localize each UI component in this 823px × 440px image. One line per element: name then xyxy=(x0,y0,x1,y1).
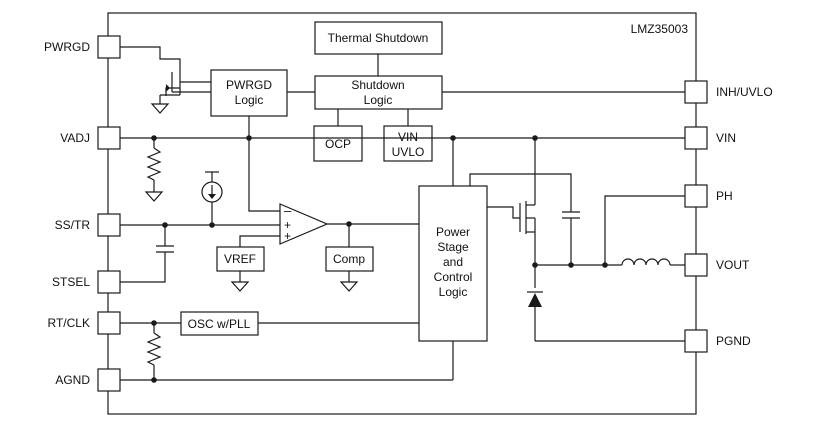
svg-text:Logic: Logic xyxy=(364,93,393,107)
svg-text:PGND: PGND xyxy=(716,334,751,348)
wires xyxy=(120,46,685,381)
svg-text:+: + xyxy=(284,229,291,243)
shutdown-logic-block: Shutdown Logic xyxy=(314,75,443,110)
pin-ss-tr: SS/TR xyxy=(55,213,121,237)
pin-vin: VIN xyxy=(684,126,736,150)
pin-pgnd: PGND xyxy=(684,329,751,353)
svg-text:STSEL: STSEL xyxy=(52,275,90,289)
pin-vout: VOUT xyxy=(684,253,750,277)
svg-text:VREF: VREF xyxy=(224,252,256,266)
pin-vadj: VADJ xyxy=(60,126,121,150)
svg-text:VIN: VIN xyxy=(398,130,418,144)
svg-text:UVLO: UVLO xyxy=(392,145,425,159)
svg-text:RT/CLK: RT/CLK xyxy=(48,316,90,330)
pin-inh-uvlo: INH/UVLO xyxy=(684,80,773,104)
part-number-label: LMZ35003 xyxy=(631,22,689,36)
svg-text:OCP: OCP xyxy=(325,137,351,151)
svg-text:–: – xyxy=(284,203,292,218)
vin-uvlo-block: VIN UVLO xyxy=(383,125,433,162)
svg-text:SS/TR: SS/TR xyxy=(55,218,91,232)
ocp-block: OCP xyxy=(313,125,363,162)
pin-ph: PH xyxy=(684,184,733,208)
thermal-shutdown-block: Thermal Shutdown xyxy=(314,21,443,55)
module-outline xyxy=(107,12,697,415)
opamp-inputs: – + + xyxy=(284,203,292,243)
svg-text:INH/UVLO: INH/UVLO xyxy=(716,85,773,99)
svg-text:VOUT: VOUT xyxy=(716,258,750,272)
svg-text:Logic: Logic xyxy=(235,93,264,107)
junction-dots xyxy=(151,135,608,383)
svg-text:Comp: Comp xyxy=(333,252,365,266)
svg-text:AGND: AGND xyxy=(55,373,90,387)
svg-text:Thermal Shutdown: Thermal Shutdown xyxy=(328,31,429,45)
power-stage-control-block: Power Stage and Control Logic xyxy=(418,185,488,342)
svg-text:Shutdown: Shutdown xyxy=(351,78,404,92)
pin-agnd: AGND xyxy=(55,368,121,392)
svg-text:Logic: Logic xyxy=(439,285,468,299)
osc-pll-block: OSC w/PLL xyxy=(180,311,259,336)
svg-text:PWRGD: PWRGD xyxy=(44,40,90,54)
pin-rt-clk: RT/CLK xyxy=(48,311,121,335)
pin-stsel: STSEL xyxy=(52,270,121,294)
svg-text:VIN: VIN xyxy=(716,131,736,145)
svg-text:Power: Power xyxy=(436,225,470,239)
vref-block: VREF xyxy=(216,246,265,272)
svg-text:VADJ: VADJ xyxy=(60,131,90,145)
svg-text:and: and xyxy=(443,255,463,269)
svg-text:+: + xyxy=(284,218,291,232)
comp-block: Comp xyxy=(325,246,374,272)
svg-text:PWRGD: PWRGD xyxy=(226,78,272,92)
svg-text:PH: PH xyxy=(716,189,733,203)
svg-text:OSC w/PLL: OSC w/PLL xyxy=(188,317,251,331)
svg-text:Stage: Stage xyxy=(437,240,469,254)
pin-pwrgd: PWRGD xyxy=(44,35,121,59)
svg-text:Control: Control xyxy=(434,270,473,284)
pwrgd-logic-block: PWRGD Logic xyxy=(210,69,288,117)
